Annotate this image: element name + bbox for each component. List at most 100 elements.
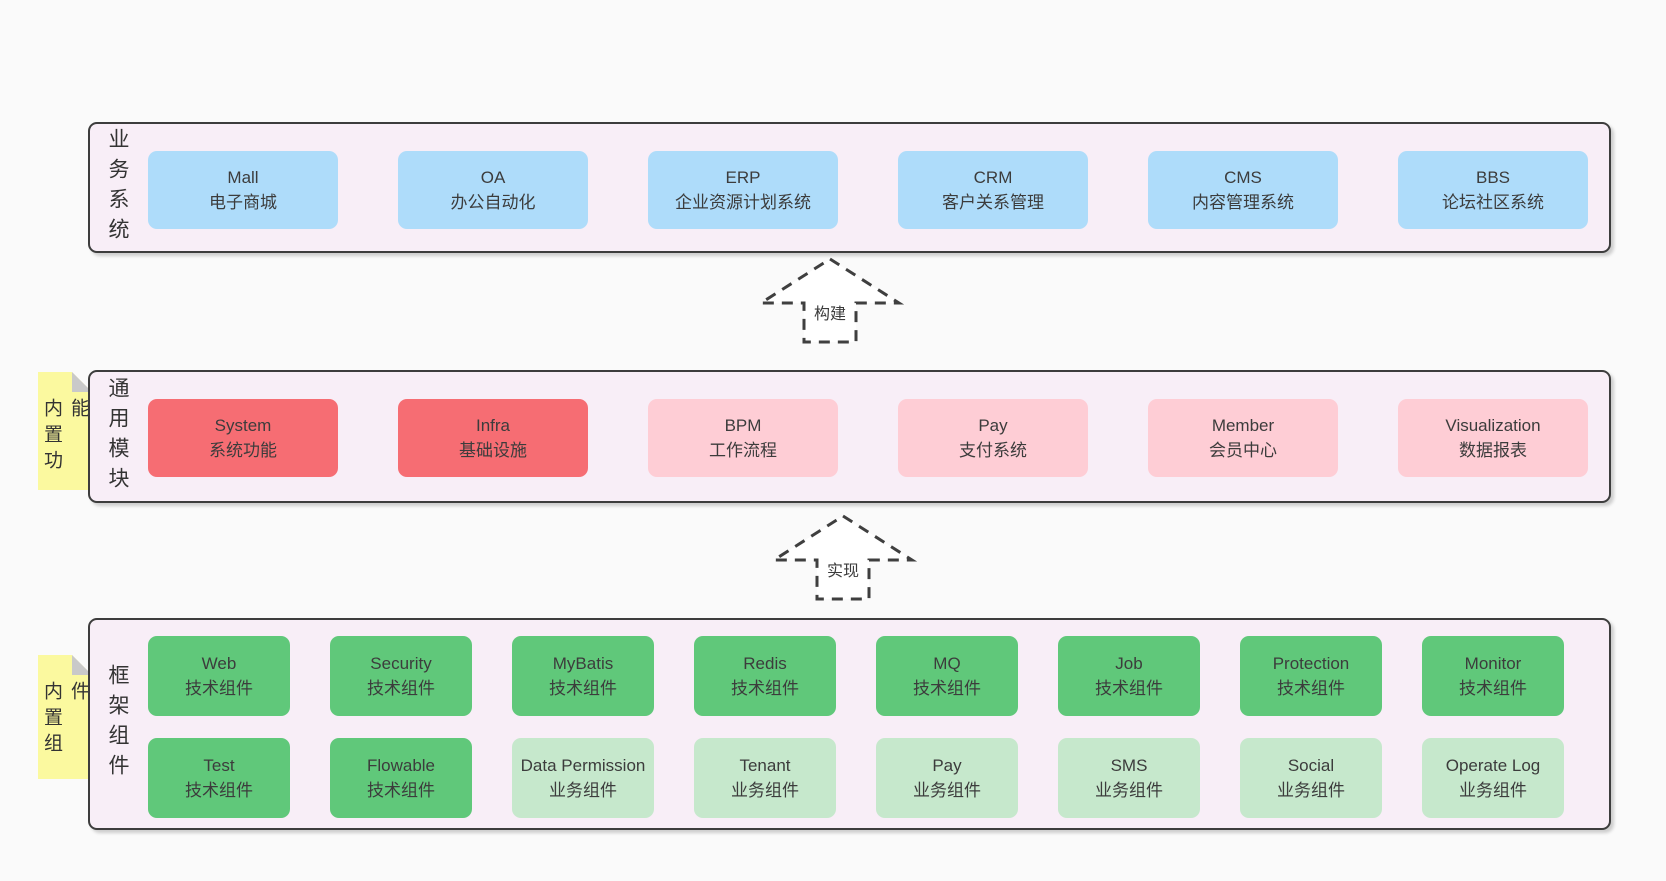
box-mybatis: MyBatis 技术组件 bbox=[512, 636, 654, 716]
layer-common-modules-label: 通用模块 bbox=[106, 376, 129, 497]
box-flowable: Flowable 技术组件 bbox=[330, 738, 472, 818]
box-subtitle: 电子商城 bbox=[209, 193, 277, 212]
box-title: BPM bbox=[724, 416, 762, 435]
box-bbs: BBS 论坛社区系统 bbox=[1398, 151, 1588, 229]
built-in-components-note: 内置组件 bbox=[38, 655, 92, 779]
implement-arrow: 实现 bbox=[768, 514, 918, 601]
box-subtitle: 技术组件 bbox=[913, 679, 981, 698]
box-title: Redis bbox=[743, 654, 787, 673]
box-title: Monitor bbox=[1464, 654, 1522, 673]
box-subtitle: 内容管理系统 bbox=[1192, 193, 1294, 212]
box-title: Operate Log bbox=[1445, 756, 1541, 775]
implement-arrow-label: 实现 bbox=[827, 562, 859, 580]
framework-components-row-1: Web 技术组件 Security 技术组件 MyBatis 技术组件 Redi… bbox=[148, 636, 1564, 716]
box-subtitle: 客户关系管理 bbox=[942, 193, 1044, 212]
box-title: Pay bbox=[932, 756, 962, 775]
box-protection: Protection 技术组件 bbox=[1240, 636, 1382, 716]
box-title: Social bbox=[1287, 756, 1335, 775]
box-cms: CMS 内容管理系统 bbox=[1148, 151, 1338, 229]
box-social: Social 业务组件 bbox=[1240, 738, 1382, 818]
box-subtitle: 业务组件 bbox=[913, 781, 981, 800]
box-infra: Infra 基础设施 bbox=[398, 399, 588, 477]
box-subtitle: 技术组件 bbox=[731, 679, 799, 698]
box-subtitle: 技术组件 bbox=[549, 679, 617, 698]
box-title: Test bbox=[203, 756, 235, 775]
box-subtitle: 技术组件 bbox=[1277, 679, 1345, 698]
box-subtitle: 技术组件 bbox=[1459, 679, 1527, 698]
box-tenant: Tenant 业务组件 bbox=[694, 738, 836, 818]
box-test: Test 技术组件 bbox=[148, 738, 290, 818]
common-modules-row: System 系统功能 Infra 基础设施 BPM 工作流程 Pay 支付系统… bbox=[148, 399, 1588, 477]
box-title: CMS bbox=[1224, 168, 1262, 187]
box-erp: ERP 企业资源计划系统 bbox=[648, 151, 838, 229]
built-in-features-note: 内置功能 bbox=[38, 372, 92, 490]
box-sms: SMS 业务组件 bbox=[1058, 738, 1200, 818]
box-subtitle: 办公自动化 bbox=[450, 193, 536, 212]
up-arrow-icon bbox=[755, 257, 905, 344]
box-security: Security 技术组件 bbox=[330, 636, 472, 716]
box-title: Mall bbox=[227, 168, 259, 187]
box-subtitle: 数据报表 bbox=[1459, 441, 1527, 460]
layer-framework-components-label: 框架组件 bbox=[106, 664, 129, 784]
box-subtitle: 业务组件 bbox=[1095, 781, 1163, 800]
box-title: Visualization bbox=[1445, 416, 1541, 435]
box-monitor: Monitor 技术组件 bbox=[1422, 636, 1564, 716]
box-title: Tenant bbox=[739, 756, 791, 775]
box-subtitle: 技术组件 bbox=[185, 679, 253, 698]
box-crm: CRM 客户关系管理 bbox=[898, 151, 1088, 229]
box-redis: Redis 技术组件 bbox=[694, 636, 836, 716]
box-mall: Mall 电子商城 bbox=[148, 151, 338, 229]
box-title: Protection bbox=[1272, 654, 1350, 673]
box-subtitle: 会员中心 bbox=[1209, 441, 1277, 460]
box-title: Flowable bbox=[366, 756, 436, 775]
layer-framework-components: 框架组件 Web 技术组件 Security 技术组件 MyBatis 技术组件… bbox=[88, 618, 1611, 830]
box-subtitle: 业务组件 bbox=[1277, 781, 1345, 800]
box-operate-log: Operate Log 业务组件 bbox=[1422, 738, 1564, 818]
box-title: OA bbox=[480, 168, 506, 187]
box-title: System bbox=[214, 416, 272, 435]
layer-business-systems: 业务系统 Mall 电子商城 OA 办公自动化 ERP 企业资源计划系统 CRM… bbox=[88, 122, 1611, 253]
box-title: Web bbox=[201, 654, 237, 673]
box-visualization: Visualization 数据报表 bbox=[1398, 399, 1588, 477]
box-pay-module: Pay 支付系统 bbox=[898, 399, 1088, 477]
box-data-permission: Data Permission 业务组件 bbox=[512, 738, 654, 818]
box-subtitle: 技术组件 bbox=[367, 781, 435, 800]
box-title: SMS bbox=[1110, 756, 1148, 775]
box-mq: MQ 技术组件 bbox=[876, 636, 1018, 716]
box-title: Security bbox=[370, 654, 432, 673]
up-arrow-icon bbox=[768, 514, 918, 601]
built-in-components-note-label: 内置组件 bbox=[41, 681, 89, 759]
framework-components-row-2: Test 技术组件 Flowable 技术组件 Data Permission … bbox=[148, 738, 1564, 818]
build-arrow-label: 构建 bbox=[814, 305, 846, 323]
box-title: BBS bbox=[1475, 168, 1511, 187]
box-member: Member 会员中心 bbox=[1148, 399, 1338, 477]
box-title: MQ bbox=[933, 654, 961, 673]
box-subtitle: 技术组件 bbox=[185, 781, 253, 800]
layer-business-systems-label: 业务系统 bbox=[106, 127, 129, 248]
box-subtitle: 论坛社区系统 bbox=[1442, 193, 1544, 212]
box-title: Member bbox=[1211, 416, 1275, 435]
built-in-features-note-label: 内置功能 bbox=[41, 398, 89, 476]
box-subtitle: 业务组件 bbox=[549, 781, 617, 800]
box-subtitle: 技术组件 bbox=[367, 679, 435, 698]
box-title: Pay bbox=[978, 416, 1008, 435]
box-system: System 系统功能 bbox=[148, 399, 338, 477]
box-pay-component: Pay 业务组件 bbox=[876, 738, 1018, 818]
box-bpm: BPM 工作流程 bbox=[648, 399, 838, 477]
box-title: ERP bbox=[725, 168, 761, 187]
box-title: Job bbox=[1115, 654, 1143, 673]
build-arrow: 构建 bbox=[755, 257, 905, 344]
box-subtitle: 业务组件 bbox=[731, 781, 799, 800]
box-subtitle: 支付系统 bbox=[959, 441, 1027, 460]
box-subtitle: 业务组件 bbox=[1459, 781, 1527, 800]
box-job: Job 技术组件 bbox=[1058, 636, 1200, 716]
layer-common-modules: 通用模块 System 系统功能 Infra 基础设施 BPM 工作流程 Pay… bbox=[88, 370, 1611, 503]
box-title: CRM bbox=[973, 168, 1013, 187]
box-title: Infra bbox=[475, 416, 511, 435]
box-subtitle: 基础设施 bbox=[459, 441, 527, 460]
business-systems-row: Mall 电子商城 OA 办公自动化 ERP 企业资源计划系统 CRM 客户关系… bbox=[148, 151, 1588, 229]
box-title: Data Permission bbox=[520, 756, 646, 775]
box-title: MyBatis bbox=[552, 654, 614, 673]
box-subtitle: 企业资源计划系统 bbox=[675, 193, 811, 212]
